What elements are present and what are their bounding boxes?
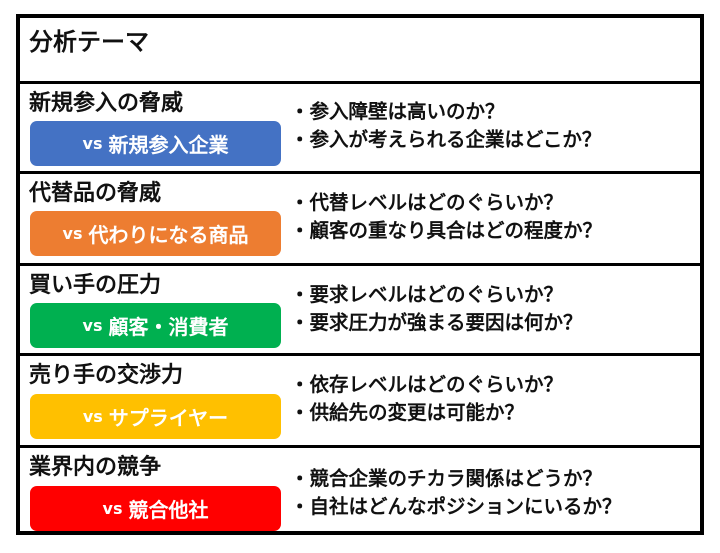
force-row-rivalry: 業界内の競争 vs 競合他社 ・競合企業のチカラ関係はどうか？ ・自社はどんなポ… — [20, 448, 700, 531]
question-item: ・供給先の変更は可能か？ — [290, 401, 525, 424]
badge-vs-label: vs — [62, 224, 83, 243]
force-title: 業界内の競争 — [29, 455, 162, 480]
force-questions: ・代替レベルはどのぐらいか？ ・顧客の重なり具合はどの程度か？ — [290, 189, 602, 245]
question-item: ・依存レベルはどのぐらいか？ — [290, 373, 564, 396]
force-row-new-entrants: 新規参入の脅威 vs 新規参入企業 ・参入障壁は高いのか？ ・参入が考えられる企… — [20, 84, 700, 174]
badge-label: 競合他社 — [128, 498, 209, 522]
force-badge-suppliers: vs サプライヤー — [30, 394, 281, 439]
force-title: 売り手の交渉力 — [29, 363, 184, 388]
five-forces-table: 分析テーマ 新規参入の脅威 vs 新規参入企業 ・参入障壁は高いのか？ ・参入が… — [16, 14, 704, 535]
question-item: ・顧客の重なり具合はどの程度か？ — [290, 219, 603, 242]
question-item: ・競合企業のチカラ関係はどうか？ — [290, 467, 603, 490]
question-item: ・要求圧力が強まる要因は何か？ — [290, 311, 583, 334]
header-row: 分析テーマ — [20, 18, 700, 84]
badge-label: 顧客・消費者 — [108, 315, 229, 339]
badge-vs-label: vs — [102, 499, 123, 518]
force-row-buyers: 買い手の圧力 vs 顧客・消費者 ・要求レベルはどのぐらいか？ ・要求圧力が強ま… — [20, 266, 700, 356]
force-badge-rivalry: vs 競合他社 — [30, 486, 281, 531]
force-title: 新規参入の脅威 — [29, 91, 184, 116]
badge-vs-label: vs — [82, 134, 103, 153]
force-badge-buyers: vs 顧客・消費者 — [30, 303, 281, 348]
badge-label: サプライヤー — [108, 406, 229, 430]
force-row-substitutes: 代替品の脅威 vs 代わりになる商品 ・代替レベルはどのぐらいか？ ・顧客の重な… — [20, 174, 700, 266]
badge-vs-label: vs — [82, 407, 103, 426]
force-badge-substitutes: vs 代わりになる商品 — [30, 211, 281, 256]
badge-label: 新規参入企業 — [108, 133, 229, 157]
force-row-suppliers: 売り手の交渉力 vs サプライヤー ・依存レベルはどのぐらいか？ ・供給先の変更… — [20, 356, 700, 448]
question-item: ・参入障壁は高いのか？ — [290, 100, 505, 123]
force-questions: ・参入障壁は高いのか？ ・参入が考えられる企業はどこか？ — [290, 98, 601, 154]
force-title: 買い手の圧力 — [29, 273, 162, 298]
force-badge-new-entrants: vs 新規参入企業 — [30, 121, 281, 166]
header-title: 分析テーマ — [29, 28, 149, 56]
question-item: ・参入が考えられる企業はどこか？ — [290, 128, 602, 151]
question-item: ・代替レベルはどのぐらいか？ — [290, 191, 564, 214]
force-questions: ・依存レベルはどのぐらいか？ ・供給先の変更は可能か？ — [290, 371, 563, 427]
force-title: 代替品の脅威 — [29, 181, 162, 206]
question-item: ・自社はどんなポジションにいるか？ — [290, 495, 622, 518]
force-questions: ・要求レベルはどのぐらいか？ ・要求圧力が強まる要因は何か？ — [290, 281, 583, 337]
badge-vs-label: vs — [82, 316, 103, 335]
question-item: ・要求レベルはどのぐらいか？ — [290, 283, 564, 306]
badge-label: 代わりになる商品 — [88, 223, 249, 247]
force-questions: ・競合企業のチカラ関係はどうか？ ・自社はどんなポジションにいるか？ — [290, 465, 622, 521]
